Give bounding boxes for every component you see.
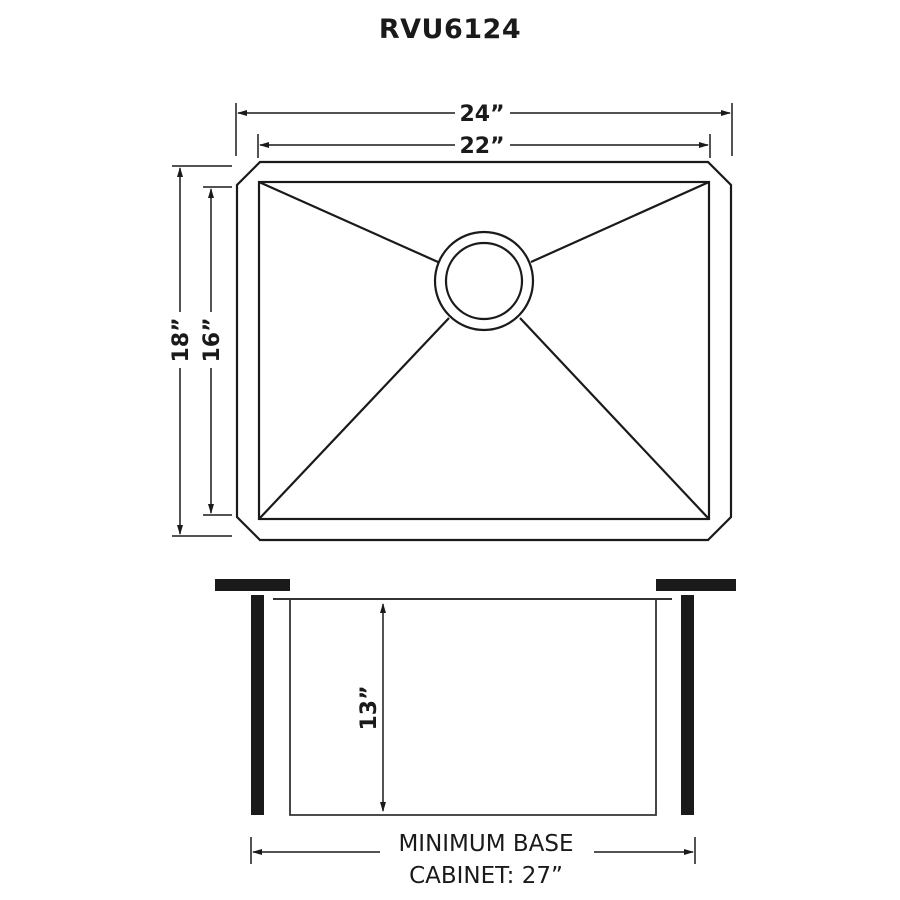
countertop-right <box>656 579 736 591</box>
dim-inner-depth <box>203 186 232 516</box>
side-view: 13” MINIMUM BASE CABINET: 27” <box>215 579 736 889</box>
label-bowl-depth: 13” <box>357 685 382 730</box>
sink-bowl <box>257 180 711 521</box>
drain-outer <box>433 230 535 332</box>
countertop-left <box>215 579 290 591</box>
label-inner-width: 22” <box>459 134 504 159</box>
drain-inner <box>444 241 524 321</box>
cabinet-wall-right <box>681 595 694 815</box>
sink-cross-section <box>289 599 657 816</box>
cabinet-wall-left <box>251 595 264 815</box>
label-overall-width: 24” <box>459 102 504 127</box>
dim-inner-width <box>257 134 711 158</box>
label-cabinet-line1: MINIMUM BASE <box>398 831 573 857</box>
dim-min-base-cabinet <box>250 837 696 864</box>
label-cabinet-line2: CABINET: 27” <box>409 863 563 889</box>
label-overall-depth: 18” <box>169 317 194 362</box>
sink-outer-rim <box>235 160 733 542</box>
dim-overall-depth <box>172 165 232 537</box>
dim-overall-width <box>235 103 733 156</box>
label-inner-depth: 16” <box>200 317 225 362</box>
top-view <box>172 103 733 542</box>
model-title: RVU6124 <box>378 14 522 45</box>
